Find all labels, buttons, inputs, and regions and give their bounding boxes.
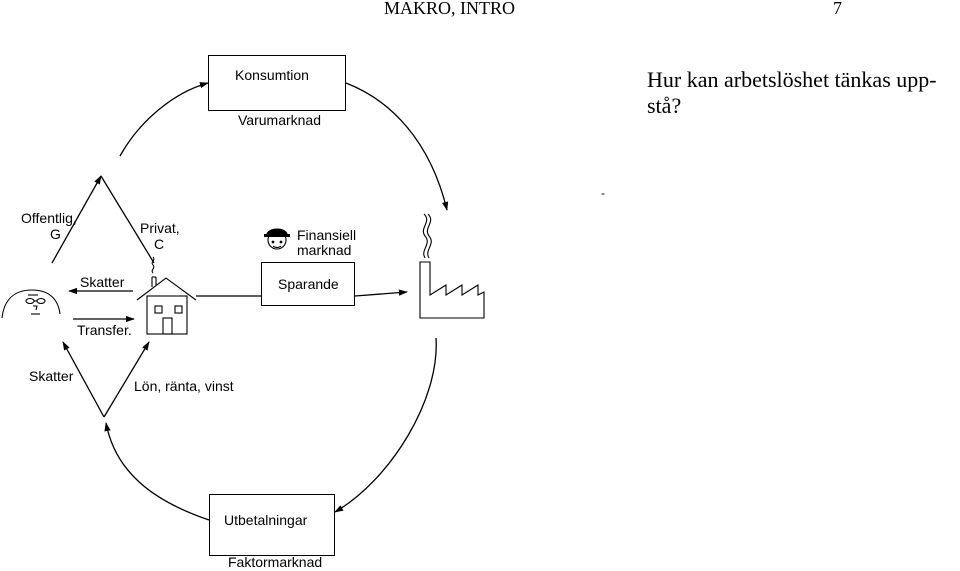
house-icon [136, 256, 197, 335]
goods-market-caption: Varumarknad [238, 112, 322, 128]
line-private-to-apex [100, 175, 155, 264]
financial-label-line1: Finansiell [297, 227, 357, 243]
payouts-box [209, 494, 335, 556]
arrow-to-household [103, 341, 150, 418]
flow-arc-top-right [345, 82, 449, 211]
private-label-line1: Privat, [140, 220, 180, 236]
stray-mark: - [601, 186, 605, 200]
saving-label: Sparande [278, 276, 339, 292]
transfers-label: Transfer. [77, 322, 132, 338]
public-label-line2: G [50, 226, 61, 242]
flow-arc-top-left [119, 82, 209, 157]
saving-box [261, 262, 355, 306]
factor-market-caption: Faktormarknad [228, 554, 323, 570]
factory-icon [419, 213, 485, 319]
banker-face-icon [264, 228, 290, 250]
payouts-label: Utbetalningar [224, 512, 308, 528]
financial-label-line2: marknad [297, 242, 352, 258]
taxes-upper-label: Skatter [80, 274, 125, 290]
header-title: MAKRO, INTRO [384, 0, 516, 18]
flow-arc-bottom-left [104, 422, 210, 521]
income-label: Lön, ränta, vinst [134, 378, 234, 394]
taxes-lower-label: Skatter [29, 368, 74, 384]
page-number: 7 [833, 0, 842, 18]
question-text: Hur kan arbetslöshet tänkas upp-stå? [647, 67, 937, 118]
arrow-to-government [62, 341, 105, 418]
private-label-line2: C [154, 236, 165, 252]
person-face-icon [1, 289, 61, 319]
flow-arc-bottom-right [334, 337, 437, 513]
consumption-label: Konsumtion [235, 67, 309, 83]
arrow-public-to-consumption [51, 175, 102, 264]
public-label-line1: Offentlig, [21, 210, 77, 226]
consumption-box [208, 55, 346, 111]
arrow-saving-to-firm [354, 289, 408, 297]
